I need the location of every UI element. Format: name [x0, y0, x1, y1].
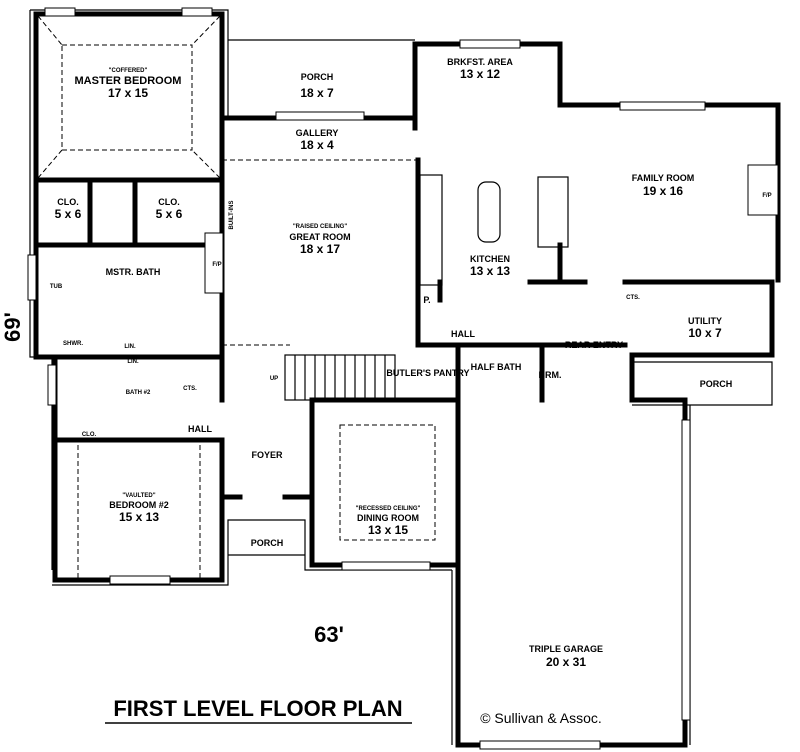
pantry-label: P.	[423, 295, 430, 305]
broom-label: BRM.	[539, 370, 562, 380]
walls	[33, 11, 781, 748]
half-bath-label: HALF BATH	[471, 362, 522, 372]
great-room-fireplace-label: F/P	[212, 262, 221, 268]
porch-rear-size: 18 x 7	[300, 86, 334, 100]
master-bedroom-note: "COFFERED"	[109, 68, 148, 74]
garage-name: TRIPLE GARAGE	[529, 644, 603, 654]
great-room-size: 18 x 17	[300, 242, 340, 256]
closet-right-size: 5 x 6	[156, 207, 183, 221]
tub-label: TUB	[50, 284, 63, 290]
kitchen-fixtures	[419, 174, 569, 286]
closet-left-size: 5 x 6	[55, 207, 82, 221]
linen2-label: LIN.	[127, 359, 139, 365]
breakfast-size: 13 x 12	[460, 67, 500, 81]
hall-left-label: HALL	[188, 424, 212, 434]
master-bedroom-name: MASTER BEDROOM	[75, 75, 182, 87]
depth-dimension: 69'	[0, 312, 25, 342]
family-room-name: FAMILY ROOM	[632, 173, 695, 183]
closet-bed2-label: CLO.	[82, 432, 97, 438]
master-bath-name: MSTR. BATH	[106, 267, 161, 277]
bedroom2-size: 15 x 13	[119, 510, 159, 524]
kitchen-size: 13 x 13	[470, 264, 510, 278]
shower-label: SHWR.	[63, 341, 83, 347]
family-room-size: 19 x 16	[643, 184, 683, 198]
kitchen-name: KITCHEN	[470, 254, 510, 264]
width-dimension: 63'	[314, 622, 344, 647]
porch-rear-name: PORCH	[301, 72, 334, 82]
gallery-name: GALLERY	[296, 128, 339, 138]
butlers-pantry-label: BUTLER'S PANTRY	[386, 368, 469, 378]
master-bedroom-size: 17 x 15	[108, 86, 148, 100]
stairs	[284, 354, 396, 401]
stairs-up-label: UP	[270, 376, 278, 382]
closet-left-name: CLO.	[57, 197, 79, 207]
dining-name: DINING ROOM	[357, 513, 419, 523]
bedroom2-name: BEDROOM #2	[109, 500, 169, 510]
sink-counter	[537, 176, 569, 248]
bedroom2-note: "VAULTED"	[122, 493, 155, 499]
porch-side-label: PORCH	[700, 379, 733, 389]
closet-right-name: CLO.	[158, 197, 180, 207]
utility-cabinets-label: CTS.	[626, 295, 640, 301]
breakfast-name: BRKFST. AREA	[447, 57, 513, 67]
labels: "COFFERED" MASTER BEDROOM 17 x 15 PORCH …	[0, 57, 772, 726]
hall-center-label: HALL	[451, 329, 475, 339]
dining-size: 13 x 15	[368, 523, 408, 537]
foyer-label: FOYER	[251, 450, 283, 460]
porch-front-label: PORCH	[251, 538, 284, 548]
utility-name: UTILITY	[688, 316, 722, 326]
great-room-note: "RAISED CEILING"	[293, 224, 348, 230]
bath2-label: BATH #2	[126, 390, 151, 396]
great-room-name: GREAT ROOM	[289, 232, 350, 242]
plan-title: FIRST LEVEL FLOOR PLAN	[113, 696, 402, 721]
rear-entry-label: REAR ENTRY	[565, 340, 623, 350]
copyright: © Sullivan & Assoc.	[480, 710, 602, 726]
kitchen-counter	[419, 174, 443, 286]
family-fireplace-label: F/P	[762, 193, 771, 199]
builtins-label: BUILT-INS	[229, 201, 235, 230]
kitchen-island	[477, 181, 501, 243]
linen1-label: LIN.	[124, 344, 136, 350]
dining-note: "RECESSED CEILING"	[356, 506, 421, 512]
bath2-cabinets-label: CTS.	[183, 386, 197, 392]
windows	[27, 7, 779, 750]
garage-size: 20 x 31	[546, 655, 586, 669]
utility-size: 10 x 7	[688, 326, 722, 340]
gallery-size: 18 x 4	[300, 138, 334, 152]
ceiling-details	[37, 15, 436, 578]
